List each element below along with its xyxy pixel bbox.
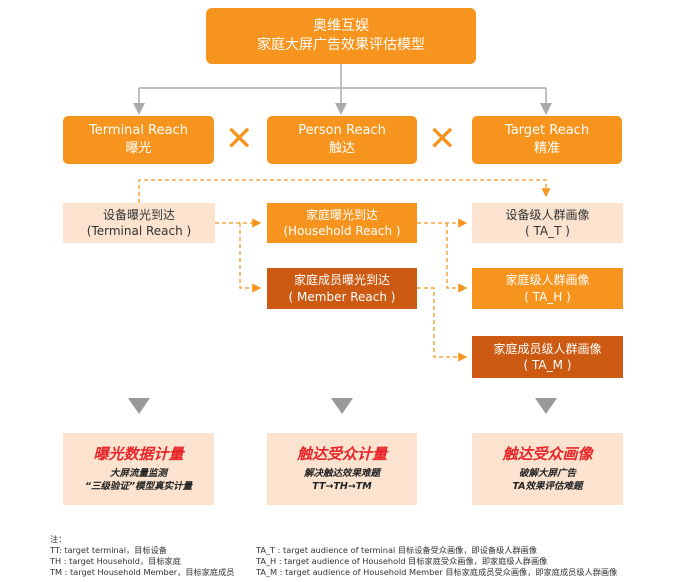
arrow-down-icon [128, 398, 150, 414]
outcome-exposure-measurement: 曝光数据计量 大屏流量监测 “三级验证”模型真实计量 [63, 433, 214, 505]
dimension-zh: 触达 [328, 141, 355, 156]
note-left: TM : target Household Member，目标家庭成员 [50, 567, 235, 577]
note-right: TA_M : target audience of Household Memb… [256, 567, 618, 577]
level-en: ( Member Reach ) [288, 289, 396, 304]
level-zh: 家庭成员曝光到达 [293, 273, 390, 288]
arrow-down-icon [331, 398, 353, 414]
note-left: TH : target Household，目标家庭 [50, 556, 181, 566]
level-household-profile: 家庭级人群画像 ( TA_H ) [472, 268, 623, 309]
dimension-en: Person Reach [298, 123, 386, 139]
dimension-en: Target Reach [504, 123, 590, 139]
outcome-audience-profile: 触达受众画像 破解大屏广告 TA效果评估难题 [472, 433, 623, 505]
outcome-line: TA效果评估难题 [512, 481, 583, 493]
dimension-person-reach: Person Reach 触达 [267, 116, 417, 164]
note-right: TA_T : target audience of terminal 目标设备受… [256, 545, 538, 555]
level-zh: 家庭级人群画像 [505, 273, 590, 288]
title-line2: 家庭大屏广告效果评估模型 [257, 37, 425, 53]
model-title-box: 奥维互娱 家庭大屏广告效果评估模型 [206, 8, 476, 64]
arrow-down-icon [535, 398, 557, 414]
outcome-line: 大屏流量监测 [109, 468, 167, 480]
level-zh: 家庭曝光到达 [305, 207, 378, 222]
outcome-line: TT→TH→TM [312, 481, 372, 493]
outcome-title: 曝光数据计量 [93, 445, 184, 464]
dimension-zh: 精准 [533, 141, 560, 156]
level-member-profile: 家庭成员级人群画像 ( TA_M ) [472, 336, 623, 378]
title-line1: 奥维互娱 [313, 18, 369, 35]
outcome-line: “三级验证”模型真实计量 [84, 481, 193, 493]
level-en: ( TA_T ) [525, 224, 570, 238]
level-zh: 设备级人群画像 [505, 207, 590, 222]
level-en: (Terminal Reach ) [86, 224, 192, 238]
outcome-line: 解决触达效果难题 [303, 468, 380, 480]
level-en: ( TA_H ) [524, 289, 571, 304]
level-en: (Household Reach ) [283, 224, 401, 238]
note-left: TT: target terminal，目标设备 [50, 545, 167, 555]
dimension-terminal-reach: Terminal Reach 曝光 [63, 116, 214, 164]
dimension-zh: 曝光 [125, 141, 152, 156]
level-device-reach: 设备曝光到达 (Terminal Reach ) [63, 203, 215, 243]
outcome-title: 触达受众计量 [296, 445, 387, 464]
notes-heading: 注： [50, 534, 67, 544]
level-zh: 家庭成员级人群画像 [493, 341, 602, 356]
outcome-line: 破解大屏广告 [518, 468, 576, 480]
note-right: TA_H : target audience of Household 目标家庭… [256, 556, 548, 566]
multiply-icon: ✕ [428, 119, 457, 159]
dimension-target-reach: Target Reach 精准 [472, 116, 622, 164]
level-zh: 设备曝光到达 [102, 207, 175, 222]
level-household-reach: 家庭曝光到达 (Household Reach ) [267, 203, 417, 243]
outcome-title: 触达受众画像 [502, 445, 593, 464]
title-connector [133, 64, 552, 115]
level-device-profile: 设备级人群画像 ( TA_T ) [472, 203, 623, 243]
multiply-icon: ✕ [225, 119, 254, 159]
outcome-audience-measurement: 触达受众计量 解决触达效果难题 TT→TH→TM [267, 433, 417, 505]
level-member-reach: 家庭成员曝光到达 ( Member Reach ) [267, 268, 417, 309]
level-en: ( TA_M ) [523, 358, 572, 372]
level-connectors [138, 179, 551, 362]
dimension-en: Terminal Reach [89, 123, 188, 139]
